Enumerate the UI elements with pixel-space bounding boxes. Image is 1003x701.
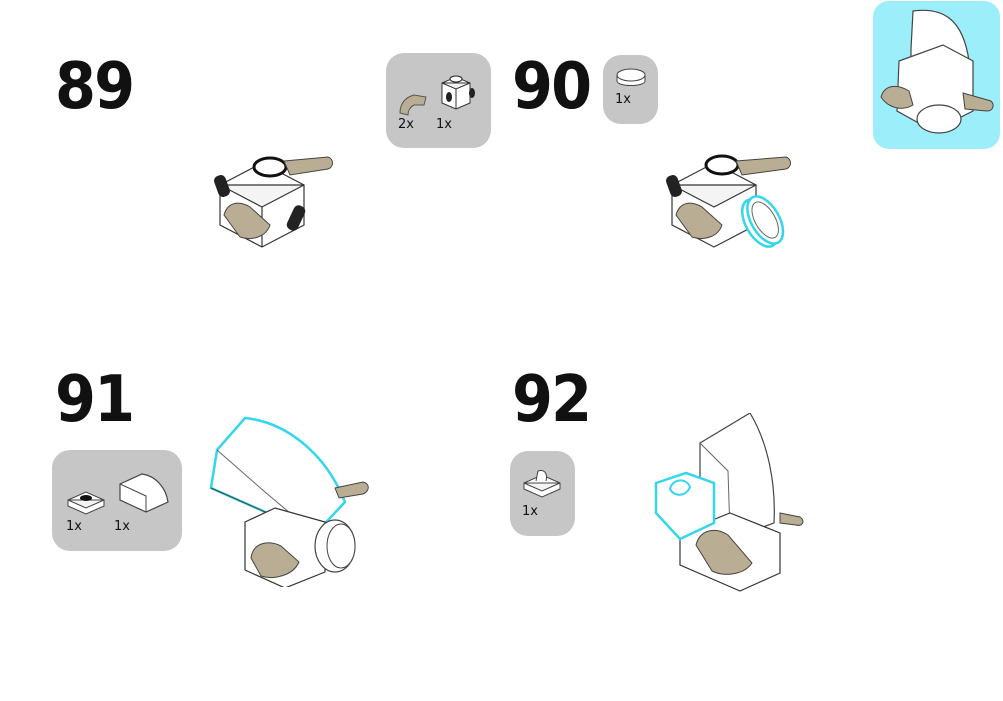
part-qty: 1x (615, 92, 631, 107)
step-number-91: 91 (55, 363, 135, 437)
parts-callout-step-89: 2x 1x (386, 53, 491, 148)
round-tile-part-image (616, 68, 646, 86)
parts-callout-step-91: 1x 1x (52, 450, 182, 551)
step-preview-thumbnail (873, 1, 1000, 149)
preview-model-image (880, 9, 994, 134)
horn-part-image (399, 94, 427, 116)
step-92-assembly-image (654, 413, 804, 592)
part-qty: 1x (436, 117, 452, 132)
curved-slope-part-image (119, 473, 169, 513)
step-number-92: 92 (512, 363, 592, 437)
parts-callout-step-92: 1x (510, 451, 575, 536)
part-qty: 1x (522, 504, 538, 519)
brick-part-image (441, 75, 475, 110)
step-90-assembly-image (666, 154, 791, 248)
step-89-assembly-image (214, 156, 333, 248)
part-qty: 1x (66, 519, 82, 534)
clip-plate-part-image (523, 470, 561, 498)
parts-callout-step-90: 1x (603, 55, 658, 124)
plate-part-image (67, 491, 105, 515)
step-number-89: 89 (55, 50, 135, 124)
step-91-assembly-image (209, 416, 369, 587)
step-number-90: 90 (512, 50, 592, 124)
part-qty: 2x (398, 117, 414, 132)
part-qty: 1x (114, 519, 130, 534)
